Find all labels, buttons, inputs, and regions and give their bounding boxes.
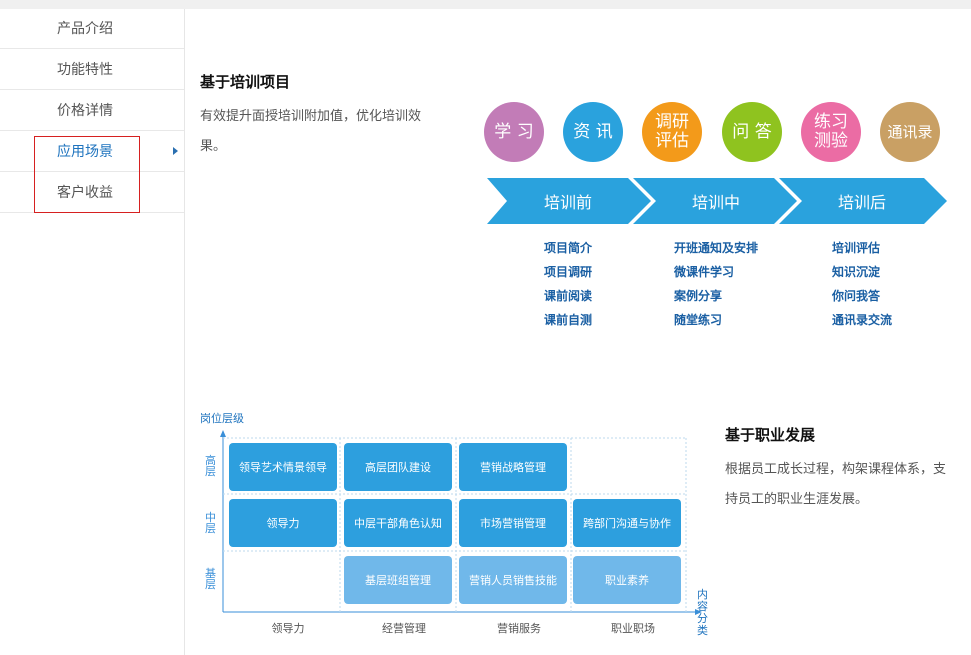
list-item: 项目调研	[544, 265, 593, 279]
circle-label: 通讯录	[887, 122, 933, 141]
stage-arrow-before	[487, 178, 651, 224]
circle-label: 练习	[814, 112, 848, 132]
stage-label-after: 培训后	[837, 193, 886, 212]
sidebar-item-label: 价格详情	[57, 103, 113, 119]
circle-label: 学 习	[494, 121, 534, 142]
list-item: 微课件学习	[674, 265, 735, 279]
circle-label: 调研	[655, 112, 689, 132]
top-bar	[0, 0, 971, 9]
sidebar-item-product-intro[interactable]: 产品介绍	[0, 9, 184, 49]
column-label: 营销服务	[497, 622, 541, 635]
desc-line: 果。	[200, 139, 227, 154]
sidebar-item-features[interactable]: 功能特性	[0, 50, 184, 90]
course-cell[interactable]: 跨部门沟通与协作	[573, 499, 681, 547]
section-desc-career: 根据员工成长过程，构架课程体系，支 持员工的职业生涯发展。	[725, 455, 971, 515]
course-cell[interactable]: 职业素养	[573, 556, 681, 604]
column-label: 领导力	[271, 622, 305, 635]
stage-arrow-during	[633, 178, 797, 224]
stage-label-during: 培训中	[691, 193, 740, 212]
highlight-box	[34, 136, 140, 213]
list-item: 课前自测	[544, 313, 593, 327]
circle-qa[interactable]: 问 答	[722, 102, 782, 162]
circle-label: 资 讯	[573, 121, 613, 142]
desc-line: 有效提升面授培训附加值，优化培训效	[200, 109, 422, 124]
circle-contacts[interactable]: 通讯录	[880, 102, 940, 162]
y-axis-title: 岗位层级	[200, 412, 244, 425]
course-cell[interactable]: 领导力	[229, 499, 337, 547]
sidebar-item-pricing[interactable]: 价格详情	[0, 91, 184, 131]
list-item: 开班通知及安排	[674, 241, 759, 255]
list-item: 你问我答	[832, 289, 881, 303]
sidebar-item-label: 应用场景	[57, 144, 113, 160]
circle-label: 问 答	[732, 121, 772, 142]
course-cell[interactable]: 营销人员销售技能	[459, 556, 567, 604]
caret-right-icon	[173, 147, 178, 155]
x-axis-title: 内容分类	[697, 588, 708, 637]
section-desc-training: 有效提升面授培训附加值，优化培训效 果。	[200, 102, 450, 162]
tier-label-mid: 中层	[205, 511, 216, 535]
list-item: 项目简介	[544, 241, 593, 255]
tier-label-high: 高层	[205, 454, 216, 478]
stage-list-during: 开班通知及安排 微课件学习 案例分享 随堂练习	[674, 236, 758, 332]
list-item: 随堂练习	[674, 313, 723, 327]
course-cell[interactable]: 中层干部角色认知	[344, 499, 452, 547]
list-item: 培训评估	[832, 241, 881, 255]
list-item: 通讯录交流	[832, 313, 893, 327]
career-matrix-grid	[220, 430, 702, 615]
sidebar-item-label: 客户收益	[57, 185, 113, 201]
training-stage-arrow	[487, 178, 947, 224]
list-item: 课前阅读	[544, 289, 593, 303]
column-label: 经营管理	[382, 622, 426, 635]
stage-arrow-after	[779, 178, 947, 224]
list-item: 案例分享	[674, 289, 723, 303]
section-title-career: 基于职业发展	[725, 426, 816, 444]
sidebar-item-label: 产品介绍	[57, 21, 113, 37]
circle-news[interactable]: 资 讯	[563, 102, 623, 162]
circle-label: 测验	[814, 131, 848, 151]
list-item: 知识沉淀	[832, 265, 881, 279]
stage-list-after: 培训评估 知识沉淀 你问我答 通讯录交流	[832, 236, 892, 332]
stage-label-before: 培训前	[543, 193, 592, 212]
circle-learning[interactable]: 学 习	[484, 102, 544, 162]
sidebar: 产品介绍 功能特性 价格详情 应用场景 客户收益	[0, 9, 185, 655]
course-cell[interactable]: 市场营销管理	[459, 499, 567, 547]
section-title-training: 基于培训项目	[200, 73, 291, 91]
desc-line: 根据员工成长过程，构架课程体系，支	[725, 462, 947, 477]
circle-survey[interactable]: 调研评估	[642, 102, 702, 162]
circle-label: 评估	[655, 131, 689, 151]
circle-practice-test[interactable]: 练习测验	[801, 102, 861, 162]
column-label: 职业职场	[611, 622, 655, 635]
stage-list-before: 项目简介 项目调研 课前阅读 课前自测	[544, 236, 592, 332]
sidebar-item-use-cases[interactable]: 应用场景	[0, 132, 184, 172]
course-cell[interactable]: 营销战略管理	[459, 443, 567, 491]
course-cell[interactable]: 基层班组管理	[344, 556, 452, 604]
sidebar-item-label: 功能特性	[57, 62, 113, 78]
course-cell[interactable]: 高层团队建设	[344, 443, 452, 491]
course-cell[interactable]: 领导艺术情景领导	[229, 443, 337, 491]
desc-line: 持员工的职业生涯发展。	[725, 492, 869, 507]
tier-label-base: 基层	[205, 567, 216, 591]
